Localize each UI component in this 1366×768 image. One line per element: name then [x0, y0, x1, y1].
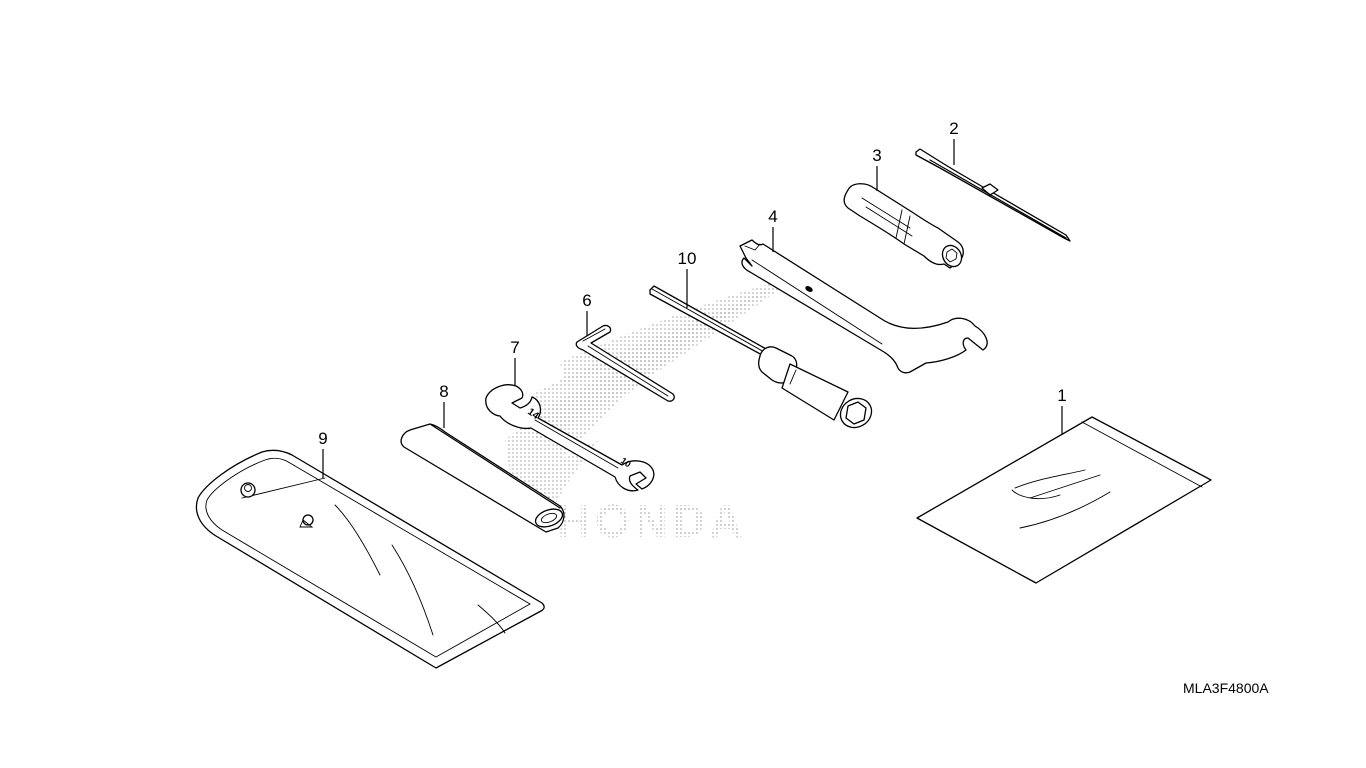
open-end-wrench-part: 14 10: [485, 384, 655, 492]
figure-code: MLA3F4800A: [1183, 680, 1269, 696]
callout-2: 2: [949, 119, 959, 165]
callout-number: 10: [678, 249, 697, 268]
callout-1: 1: [1057, 386, 1067, 434]
callout-number: 1: [1057, 386, 1066, 405]
callout-6: 6: [582, 291, 592, 336]
callout-9: 9: [318, 429, 328, 478]
spanner-wrench-part: [739, 239, 988, 374]
callout-number: 3: [872, 146, 881, 165]
callout-number: 8: [439, 382, 448, 401]
callout-number: 2: [949, 119, 958, 138]
wrench-size-label-10: 10: [619, 455, 633, 469]
document-bag-part: [916, 416, 1212, 584]
hex-key-part: [575, 324, 675, 402]
honda-watermark-text: HONDA: [558, 495, 747, 547]
callout-10: 10: [678, 249, 697, 308]
screwdriver-bit-part: [915, 148, 1071, 242]
callout-number: 6: [582, 291, 591, 310]
callout-number: 4: [768, 207, 777, 226]
callout-number: 9: [318, 429, 327, 448]
spark-plug-wrench-part: [649, 285, 873, 429]
grip-tube-part: [400, 423, 565, 533]
callout-8: 8: [439, 382, 449, 428]
tool-bag-part: [195, 449, 545, 669]
callout-7: 7: [510, 338, 520, 386]
callout-number: 7: [510, 338, 519, 357]
callout-3: 3: [872, 146, 882, 191]
screwdriver-handle-part: [843, 183, 964, 269]
callout-4: 4: [768, 207, 778, 252]
